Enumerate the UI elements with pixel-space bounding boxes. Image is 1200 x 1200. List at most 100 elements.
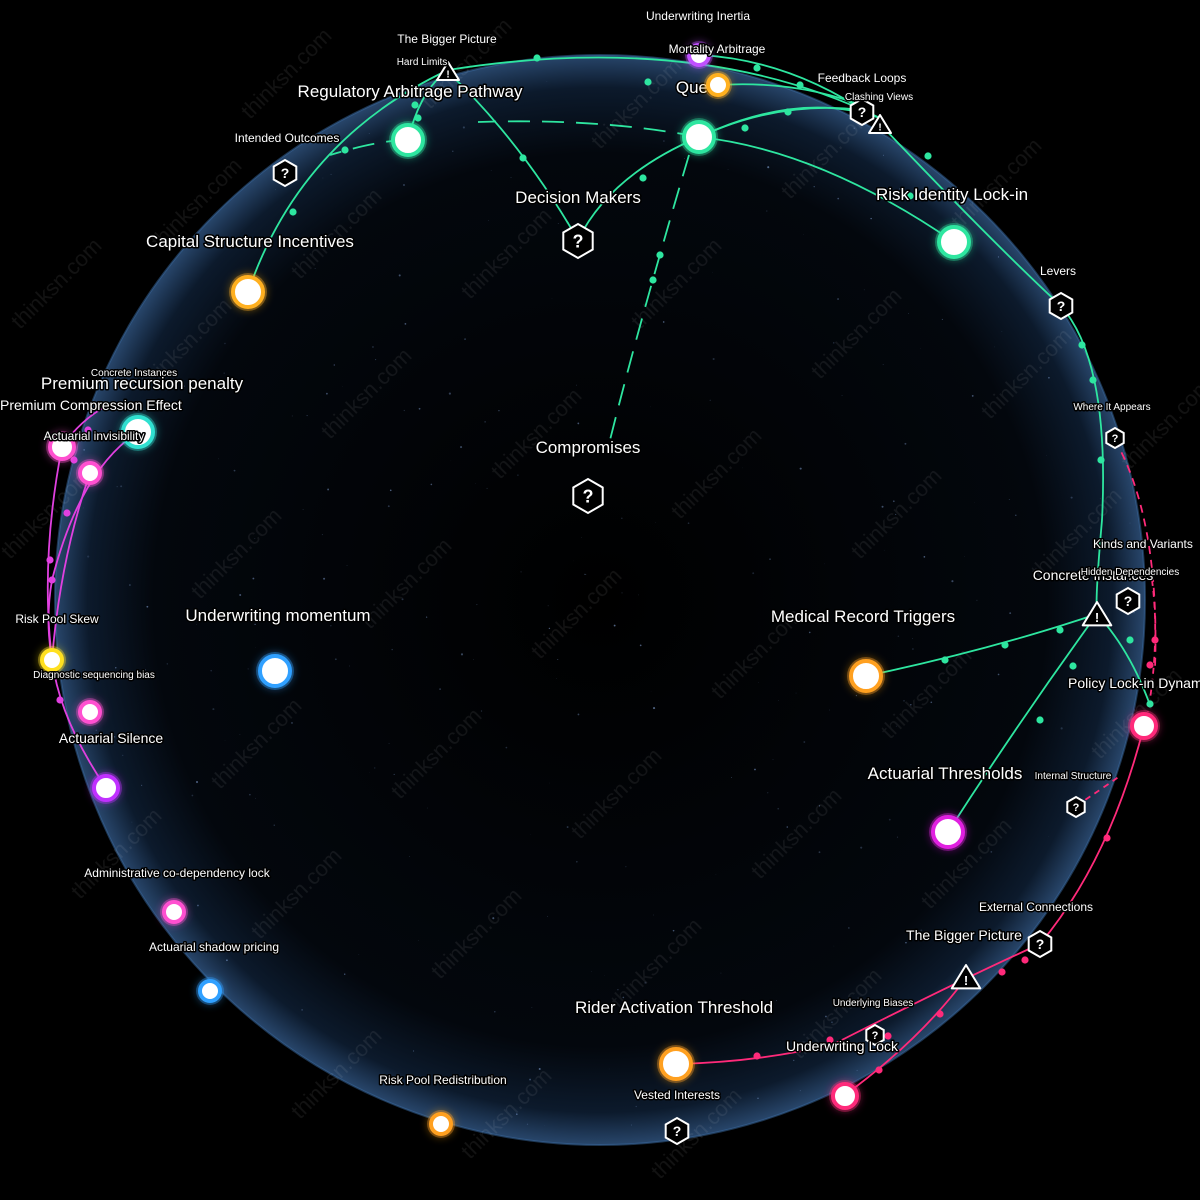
node-intended-outcomes[interactable]: ?Intended Outcomes [233, 130, 341, 188]
node-premium-recursion[interactable]: Premium recursion penalty [39, 373, 245, 451]
warning-triangle-icon[interactable] [950, 964, 982, 990]
warning-triangle-icon[interactable] [1081, 601, 1113, 627]
star [622, 996, 625, 999]
question-hex-icon[interactable] [865, 1023, 885, 1047]
node-circle[interactable] [931, 815, 965, 849]
node-diagnostic-sequencing[interactable]: Diagnostic sequencing bias [32, 669, 156, 726]
node-mortality-arbitrage[interactable]: Mortality Arbitrage [667, 41, 767, 69]
node-circle[interactable] [78, 461, 102, 485]
star [888, 818, 891, 821]
node-circle[interactable] [687, 43, 711, 67]
star [994, 346, 995, 348]
node-risk-pool-skew[interactable]: Risk Pool Skew [14, 611, 101, 674]
node-external-connections[interactable]: ?External Connections [977, 899, 1095, 959]
node-circle[interactable] [40, 648, 64, 672]
node-risk-identity[interactable]: Risk Identity Lock-in [874, 184, 1030, 261]
star [398, 274, 401, 277]
node-label: Underwriting Inertia [646, 9, 750, 23]
node-regulatory-arbitrage[interactable]: Regulatory Arbitrage Pathway [296, 81, 524, 159]
star [652, 707, 656, 710]
node-circle[interactable] [831, 1082, 859, 1110]
node-circle[interactable] [231, 275, 265, 309]
edge-dot [411, 101, 419, 109]
node-circle[interactable] [682, 120, 716, 154]
star [85, 736, 88, 739]
node-clashing-views[interactable]: !Clashing Views [843, 91, 915, 134]
star [883, 549, 885, 551]
node-circle[interactable] [706, 73, 730, 97]
node-hard-limits[interactable]: !Hard Limits [395, 56, 460, 81]
node-circle[interactable] [1130, 712, 1158, 740]
node-policy-lock-in[interactable]: Policy Lock-in Dynamics [1067, 674, 1200, 742]
node-concrete-instances-right[interactable]: !Concrete Instances [1031, 566, 1155, 627]
node-medical-record-triggers[interactable]: Medical Record Triggers [769, 606, 957, 695]
star [662, 321, 665, 323]
question-mark-icon: ? [281, 165, 290, 181]
node-actuarial-shadow[interactable]: Actuarial shadow pricing [147, 939, 281, 1005]
node-circle[interactable] [937, 225, 971, 259]
warning-triangle-icon[interactable] [436, 61, 460, 81]
star [464, 338, 466, 341]
question-hex-icon[interactable] [664, 1116, 690, 1146]
edge [447, 56, 881, 119]
node-query-orange[interactable] [704, 71, 732, 99]
star [831, 1021, 833, 1023]
question-mark-icon: ? [1124, 593, 1133, 609]
star [727, 168, 729, 170]
node-compromises[interactable]: ?Compromises [534, 437, 642, 515]
node-premium-compression[interactable]: Premium Compression Effect [0, 396, 183, 463]
question-hex-icon[interactable] [1105, 426, 1125, 450]
node-internal-structure[interactable]: ?Internal Structure [1033, 770, 1113, 819]
question-hex-icon[interactable] [272, 158, 298, 188]
edge [609, 154, 690, 441]
node-underwriting-lock[interactable]: Underwriting Lock [784, 1037, 901, 1112]
node-capital-structure[interactable]: Capital Structure Incentives [145, 231, 355, 311]
node-underwriting-momentum[interactable]: Underwriting momentum [184, 605, 372, 690]
node-circle[interactable] [391, 123, 425, 157]
star [254, 623, 256, 625]
node-decision-makers[interactable]: ?Decision Makers [514, 187, 642, 260]
node-feedback-loops[interactable]: ?Feedback Loops [816, 70, 908, 127]
node-circle[interactable] [849, 659, 883, 693]
star [591, 971, 592, 973]
node-circle[interactable] [92, 774, 120, 802]
star [223, 372, 225, 374]
question-hex-icon[interactable] [562, 222, 594, 260]
question-hex-icon[interactable] [1027, 929, 1053, 959]
star [672, 929, 675, 932]
node-where-it-appears[interactable]: ?Where It Appears [1072, 401, 1152, 450]
node-vested-interests[interactable]: ?Vested Interests [632, 1087, 722, 1146]
node-kinds-and-variants[interactable]: ?Kinds and Variants [1092, 536, 1194, 616]
node-admin-codependency[interactable]: Administrative co-dependency lock [83, 865, 272, 926]
node-circle[interactable] [162, 900, 186, 924]
star [526, 1123, 529, 1125]
question-hex-icon[interactable] [1066, 795, 1086, 819]
question-hex-icon[interactable] [1048, 291, 1074, 321]
node-circle[interactable] [121, 415, 155, 449]
node-circle[interactable] [78, 700, 102, 724]
node-label: Feedback Loops [818, 71, 907, 85]
node-actuarial-silence[interactable]: Actuarial Silence [57, 729, 165, 804]
edge-dot [84, 426, 92, 434]
node-the-bigger-picture-bottom[interactable]: !The Bigger Picture [905, 926, 1024, 990]
node-actuarial-thresholds[interactable]: Actuarial Thresholds [866, 763, 1024, 851]
star [621, 517, 623, 519]
node-circle[interactable] [429, 1112, 453, 1136]
node-underlying-biases[interactable]: ?Underlying Biases [831, 997, 915, 1047]
node-circle[interactable] [659, 1047, 693, 1081]
node-circle[interactable] [258, 654, 292, 688]
star [793, 1059, 795, 1062]
node-actuarial-invisibility[interactable]: Actuarial invisibility [42, 428, 146, 487]
warning-triangle-icon[interactable] [868, 114, 892, 134]
node-risk-pool-redistribution[interactable]: Risk Pool Redistribution [378, 1072, 508, 1138]
node-circle[interactable] [198, 979, 222, 1003]
question-hex-icon[interactable] [849, 97, 875, 127]
node-levers[interactable]: ?Levers [1038, 263, 1078, 321]
question-hex-icon[interactable] [1115, 586, 1141, 616]
edge-dot [741, 124, 749, 132]
node-rider-activation[interactable]: Rider Activation Threshold [573, 997, 775, 1083]
edge [698, 136, 955, 243]
node-circle[interactable] [48, 433, 76, 461]
star [635, 1105, 637, 1108]
question-hex-icon[interactable] [572, 477, 604, 515]
